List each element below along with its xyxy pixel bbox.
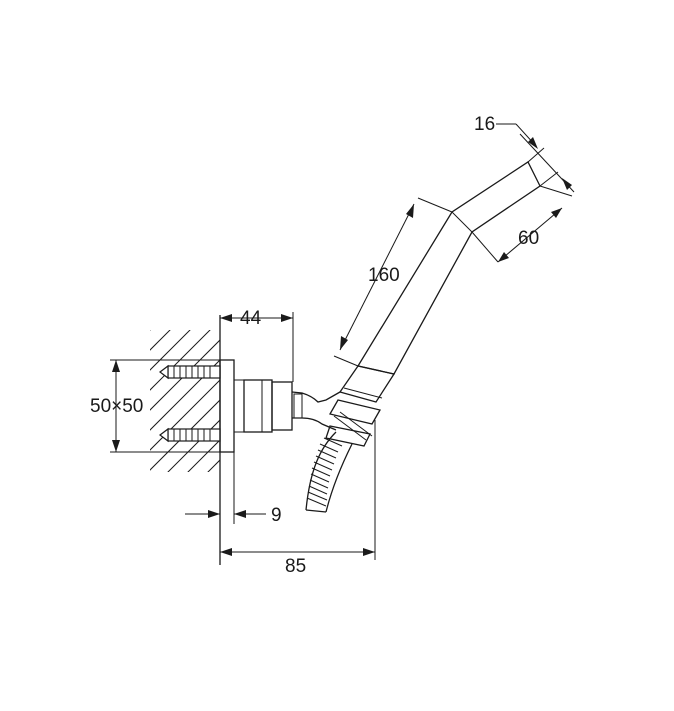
- svg-text:16: 16: [474, 114, 495, 135]
- dimension-50x50: 50×50: [90, 359, 220, 453]
- dimension-44: 44: [220, 308, 294, 382]
- svg-text:44: 44: [240, 308, 262, 329]
- elbow-body: [243, 379, 341, 433]
- dimension-9: 9: [185, 452, 282, 526]
- svg-text:9: 9: [271, 505, 282, 526]
- shower-holder-ring: [325, 365, 396, 447]
- dimension-160: 160: [333, 197, 453, 367]
- svg-text:50×50: 50×50: [90, 396, 143, 417]
- svg-text:60: 60: [518, 228, 539, 249]
- dimension-85: 85: [220, 420, 376, 577]
- mounting-plate: [219, 359, 235, 453]
- mounting-plate-inner: [233, 379, 245, 433]
- dimension-60: 60: [471, 185, 573, 263]
- shower-hose: [305, 431, 353, 513]
- svg-text:160: 160: [368, 265, 400, 286]
- wall-anchor-upper: [159, 364, 221, 380]
- dimension-16: 16: [474, 114, 575, 193]
- wall-anchor-lower: [159, 427, 221, 443]
- svg-text:85: 85: [285, 556, 306, 577]
